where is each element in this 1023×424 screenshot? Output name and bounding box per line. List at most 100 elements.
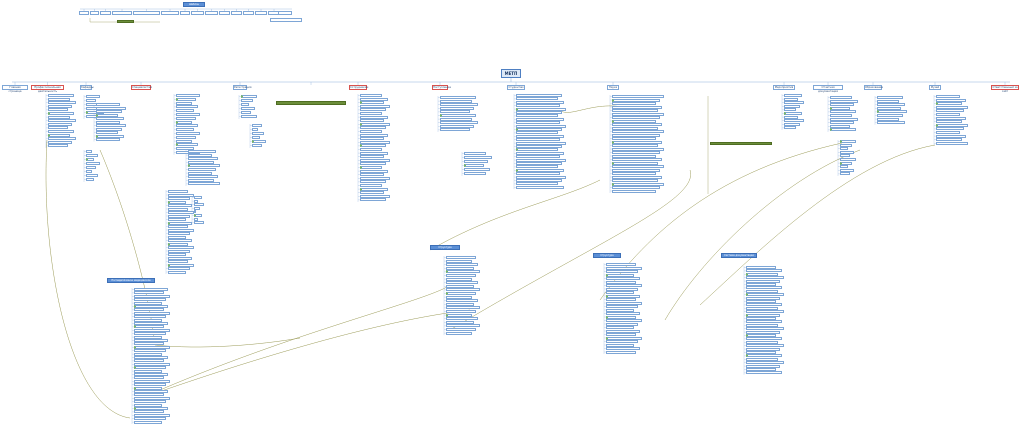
report-leaf[interactable] xyxy=(830,99,858,103)
stud-leaf[interactable] xyxy=(516,172,560,176)
fac-leaf[interactable] xyxy=(606,312,640,315)
report-leaf[interactable] xyxy=(830,103,854,107)
spec-leaf[interactable] xyxy=(188,150,216,153)
spec-leaf[interactable] xyxy=(194,221,204,225)
pmo-leaf[interactable] xyxy=(134,369,162,373)
spec-leaf[interactable] xyxy=(168,267,190,270)
fac-leaf[interactable] xyxy=(606,347,640,350)
legend-item-extra[interactable] xyxy=(278,11,292,15)
pmo-leaf[interactable] xyxy=(134,407,168,410)
spec-leaf[interactable] xyxy=(168,221,192,225)
branch-2[interactable]: Кафедры xyxy=(80,85,94,90)
prof-leaf[interactable] xyxy=(48,144,68,148)
staff-leaf[interactable] xyxy=(360,173,384,177)
note-2[interactable] xyxy=(710,142,772,145)
doc-leaf[interactable] xyxy=(746,269,782,273)
staff-leaf[interactable] xyxy=(360,187,388,191)
report-leaf[interactable] xyxy=(830,110,856,114)
spec-leaf[interactable] xyxy=(168,260,188,263)
struct-leaf[interactable] xyxy=(446,313,472,317)
event-leaf[interactable] xyxy=(784,101,804,105)
struct-leaf[interactable] xyxy=(446,328,476,331)
adm-leaf[interactable] xyxy=(440,121,478,125)
pmo-leaf[interactable] xyxy=(134,403,162,407)
doc-leaf[interactable] xyxy=(746,320,782,324)
stud-leaf[interactable] xyxy=(516,155,560,159)
spec-leaf[interactable] xyxy=(168,270,186,274)
doc-leaf[interactable] xyxy=(746,337,782,341)
adm-leaf[interactable] xyxy=(440,114,476,117)
doc-leaf[interactable] xyxy=(746,354,782,358)
pmo-leaf[interactable] xyxy=(134,311,170,315)
sci-leaf[interactable] xyxy=(612,189,656,193)
branch-9[interactable]: Мероприятия xyxy=(773,85,795,90)
branch-10[interactable]: Отчетная документация xyxy=(813,85,843,93)
spec-leaf[interactable] xyxy=(168,249,190,253)
sci-leaf[interactable] xyxy=(612,137,656,140)
pmo-leaf[interactable] xyxy=(134,383,166,387)
struct-leaf[interactable] xyxy=(446,277,472,281)
fac-leaf[interactable] xyxy=(606,305,638,308)
reg-leaf[interactable] xyxy=(252,124,262,127)
staff-leaf[interactable] xyxy=(360,144,386,148)
pmo-leaf[interactable] xyxy=(134,328,170,332)
spec-leaf[interactable] xyxy=(168,207,188,211)
spec-leaf[interactable] xyxy=(188,182,220,186)
struct-leaf[interactable] xyxy=(446,292,476,295)
sci-leaf[interactable] xyxy=(612,147,664,151)
legend-item[interactable] xyxy=(79,11,89,15)
spec-leaf[interactable] xyxy=(168,225,188,228)
branch-12[interactable]: Музей xyxy=(929,85,941,90)
sci-leaf[interactable] xyxy=(612,182,664,186)
event-leaf[interactable] xyxy=(784,108,796,112)
doc-leaf[interactable] xyxy=(746,310,784,314)
pmo-leaf[interactable] xyxy=(134,396,170,400)
museum-leaf[interactable] xyxy=(936,134,966,138)
staff-leaf[interactable] xyxy=(360,198,386,202)
report-leaf[interactable] xyxy=(840,165,848,169)
stud-leaf[interactable] xyxy=(516,165,558,169)
kaf-leaf[interactable] xyxy=(96,117,124,120)
staff-leaf[interactable] xyxy=(360,151,388,155)
museum-leaf[interactable] xyxy=(936,95,960,98)
prof-leaf[interactable] xyxy=(48,108,68,112)
spec-leaf[interactable] xyxy=(194,214,202,217)
stud-leaf[interactable] xyxy=(516,117,564,121)
fac-leaf[interactable] xyxy=(606,301,642,305)
pmo-leaf[interactable] xyxy=(134,393,164,397)
spec-leaf[interactable] xyxy=(176,109,194,113)
stud-leaf[interactable] xyxy=(516,134,564,138)
sci-leaf[interactable] xyxy=(612,109,658,112)
report-leaf[interactable] xyxy=(840,140,856,143)
adm-leaf[interactable] xyxy=(464,164,484,167)
legend-item[interactable] xyxy=(112,11,132,15)
struct-leaf[interactable] xyxy=(446,295,472,299)
spec-leaf[interactable] xyxy=(188,171,212,175)
spec-leaf[interactable] xyxy=(168,204,192,207)
adm-leaf[interactable] xyxy=(464,168,490,171)
legend-item[interactable] xyxy=(180,11,190,15)
prof-leaf[interactable] xyxy=(48,119,76,123)
spec-leaf[interactable] xyxy=(188,160,214,164)
sci-leaf[interactable] xyxy=(612,123,662,126)
sci-leaf[interactable] xyxy=(612,95,664,98)
adm-leaf[interactable] xyxy=(440,128,470,132)
spec-leaf[interactable] xyxy=(168,242,188,246)
legend-item[interactable] xyxy=(231,11,242,15)
staff-leaf[interactable] xyxy=(360,97,388,101)
staff-leaf[interactable] xyxy=(360,194,390,198)
fac-leaf[interactable] xyxy=(606,266,642,270)
staff-leaf[interactable] xyxy=(360,166,382,169)
event-leaf[interactable] xyxy=(784,97,798,101)
kaf-leaf[interactable] xyxy=(86,158,94,161)
pmo-leaf[interactable] xyxy=(134,400,166,404)
staff-leaf[interactable] xyxy=(360,148,382,151)
spec-leaf[interactable] xyxy=(176,120,192,124)
kaf-leaf[interactable] xyxy=(86,150,92,153)
doc-leaf[interactable] xyxy=(746,361,784,365)
doc-leaf[interactable] xyxy=(746,327,784,331)
doc-leaf[interactable] xyxy=(746,303,782,307)
struct-leaf[interactable] xyxy=(446,288,480,292)
prof-leaf[interactable] xyxy=(48,101,76,105)
doc-leaf[interactable] xyxy=(746,296,780,300)
